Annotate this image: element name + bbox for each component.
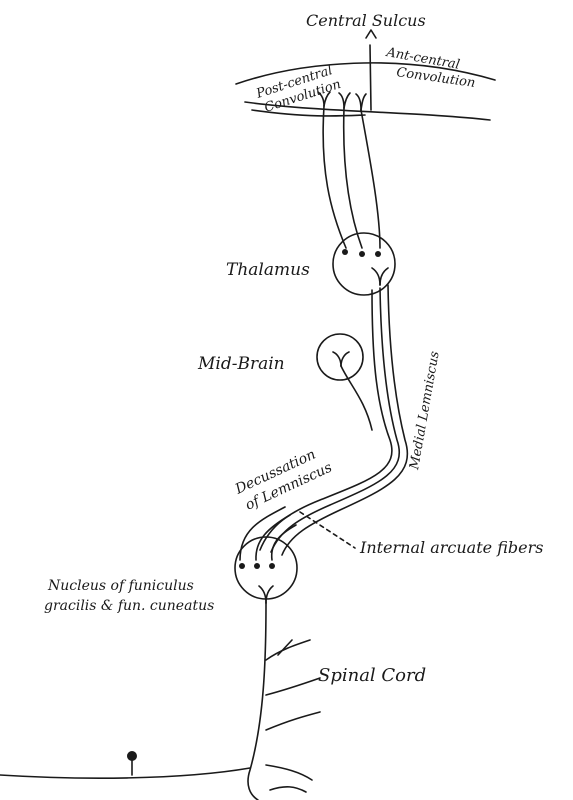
medial-lemniscus-label: Medial Lemniscus bbox=[407, 350, 443, 472]
spinal-cord bbox=[248, 603, 320, 800]
spinal-cord-label: Spinal Cord bbox=[318, 665, 426, 686]
thalamus-label: Thalamus bbox=[226, 260, 310, 280]
nucleus-gracilis-cuneatus bbox=[235, 537, 297, 603]
central-sulcus-label: Central Sulcus bbox=[306, 11, 426, 30]
nucleus-label-line1: Nucleus of funiculus bbox=[47, 578, 194, 594]
medial-lemniscus-fibers bbox=[260, 285, 407, 555]
ant-central-convolution-label: Convolution bbox=[395, 65, 476, 91]
mid-brain-nucleus bbox=[317, 334, 372, 430]
thalamus-nucleus bbox=[333, 233, 395, 295]
peripheral-nerve bbox=[0, 751, 250, 778]
internal-arcuate-label: Internal arcuate fibers bbox=[359, 538, 543, 557]
thalamocortical-fibers bbox=[323, 106, 380, 248]
nucleus-label-line2: gracilis & fun. cuneatus bbox=[44, 598, 214, 614]
mid-brain-label: Mid-Brain bbox=[197, 354, 285, 374]
